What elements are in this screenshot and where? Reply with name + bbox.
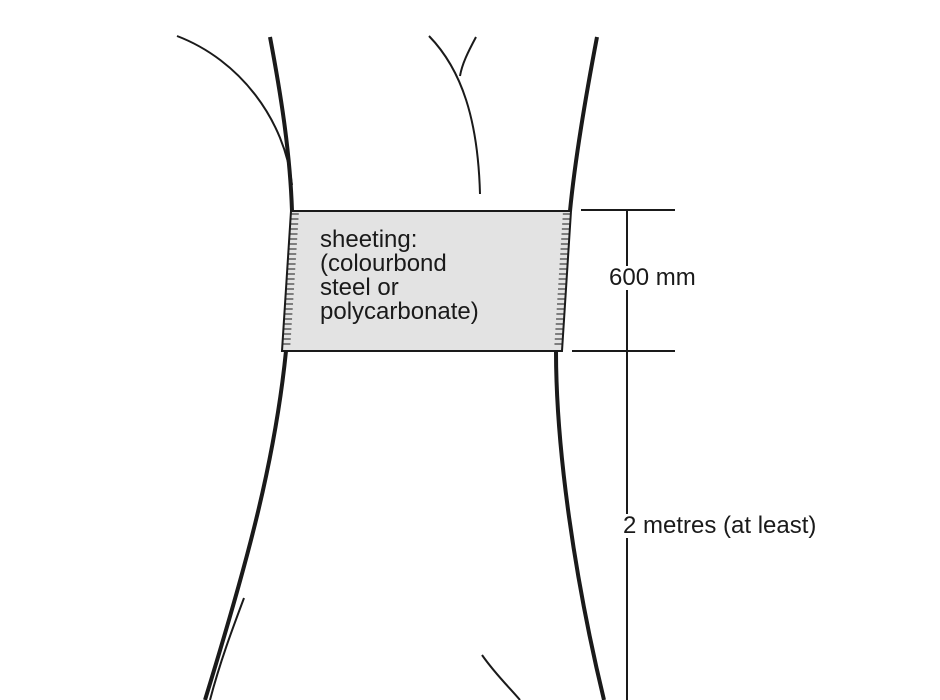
trunk-right-edge-lower xyxy=(554,350,606,700)
sheeting-height-label: 600 mm xyxy=(609,264,696,291)
sheeting-label-line4: polycarbonate) xyxy=(320,298,479,325)
inner-branch-fork xyxy=(459,36,477,77)
sheeting-label-line1: sheeting: xyxy=(320,226,418,253)
trunk-right-edge-upper xyxy=(568,36,599,212)
sheeting-label-line2: (colourbond xyxy=(320,250,447,277)
sheeting-right-hatching xyxy=(554,213,571,345)
sheeting-left-hatching xyxy=(282,213,299,345)
sheeting-label: sheeting: (colourbond steel or polycarbo… xyxy=(320,228,479,324)
sheeting-band xyxy=(280,210,573,352)
root-flare-line xyxy=(481,654,521,700)
trunk-left-edge-upper xyxy=(268,36,294,212)
minimum-height-label: 2 metres (at least) xyxy=(621,512,819,539)
sheeting-label-line3: steel or xyxy=(320,274,399,301)
bark-crack-lower-left xyxy=(209,597,245,700)
inner-branch-line xyxy=(428,35,481,195)
trunk-left-edge-lower xyxy=(203,350,288,700)
